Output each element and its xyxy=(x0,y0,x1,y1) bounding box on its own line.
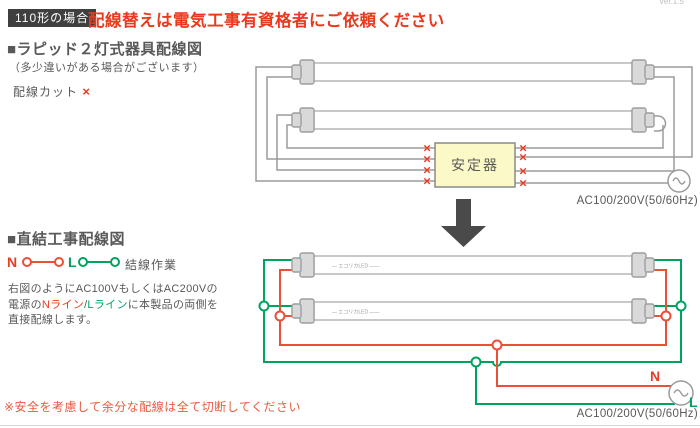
n-junction-dot xyxy=(660,310,672,322)
tube-cap-left-pin xyxy=(291,112,302,128)
l-wire-label: L xyxy=(689,394,698,410)
cut-mark-icon: × xyxy=(519,141,527,156)
tube-cap-left xyxy=(299,252,315,278)
tube-cap-left-pin xyxy=(291,64,302,80)
wire-tube1-top-right xyxy=(515,66,693,158)
n-wire-label: N xyxy=(650,368,661,384)
cut-mark-icon: × xyxy=(82,84,91,99)
tube-cap-right-pin xyxy=(644,257,655,273)
l-line-wires xyxy=(263,259,682,405)
cut-mark-icon: × xyxy=(423,152,431,167)
tube-cap-left xyxy=(299,59,315,85)
legend-connectors xyxy=(22,257,120,267)
cut-mark-icon: × xyxy=(519,164,527,179)
cut-mark-icon: × xyxy=(423,163,431,178)
tube-cap-right xyxy=(631,107,647,133)
legend-n-dot xyxy=(54,257,64,267)
legend-work-label: 結線作業 xyxy=(125,258,178,272)
cut-mark-icon: × xyxy=(423,141,431,156)
n-junction-dot xyxy=(491,339,503,351)
legend-l-label: L xyxy=(68,254,77,270)
cut-marks: × × × × × × × × xyxy=(423,141,527,191)
size-badge: 110形の場合 xyxy=(8,9,97,27)
wire-tube1-bottom-left xyxy=(266,76,435,160)
tube-print-label: — エコリカLED —— xyxy=(332,310,380,316)
cut-wire-label-text: 配線カット xyxy=(13,85,79,99)
warning-text: 配線替えは電気工事有資格者にご依頼ください xyxy=(88,12,445,30)
tube-cap-right-pin xyxy=(644,303,655,319)
tube-print-label: — エコリカLED —— xyxy=(332,264,380,270)
cut-mark-icon: × xyxy=(423,174,431,189)
diagram1-fixture xyxy=(255,66,693,184)
cut-mark-icon: × xyxy=(519,150,527,165)
section2-title: ■直結工事配線図 xyxy=(7,231,126,248)
tube-cap-right-pin xyxy=(644,112,655,128)
instruction-paragraph: 右図のようにAC100VもしくはAC200Vの 電源のNライン/Lラインに本製品… xyxy=(8,282,258,329)
section1-title: ■ラピッド２灯式器具配線図 xyxy=(7,41,203,58)
cut-wire-label: 配線カット × xyxy=(13,83,91,100)
legend-n-dot xyxy=(22,257,32,267)
down-arrow-icon xyxy=(441,199,486,247)
l-junction-dot xyxy=(470,356,482,368)
ballast-box: 安定器 xyxy=(434,142,516,188)
wire-tube2-top-left xyxy=(276,114,435,171)
diagram1-tubes xyxy=(291,59,655,133)
paragraph-line2-post: に本製品の両側を xyxy=(127,298,219,311)
wire-n-main xyxy=(279,269,667,346)
ballast-label: 安定器 xyxy=(451,157,499,173)
wire-tube1-bottom-right xyxy=(654,76,675,171)
tube-cap-left xyxy=(299,107,315,133)
power-label-2: AC100/200V(50/60Hz) xyxy=(576,408,698,420)
paragraph-slash: / xyxy=(84,298,88,311)
tube-cap-left-pin xyxy=(291,303,302,319)
legend-l-dot xyxy=(78,257,88,267)
paragraph-line2-pre: 電源の xyxy=(8,298,42,311)
power-source-icon xyxy=(667,169,691,193)
l-junction-dot xyxy=(258,300,270,312)
tube-cap-right xyxy=(631,252,647,278)
power-label-1: AC100/200V(50/60Hz) xyxy=(576,195,698,207)
wire-l-to-power xyxy=(475,362,675,405)
tube-body xyxy=(313,62,633,82)
wire-tube1-top-left xyxy=(255,66,435,182)
safety-note: ※安全を考慮して余分な配線は全て切断してください xyxy=(4,400,301,414)
tube-cap-right-pin xyxy=(644,64,655,80)
tube-cap-right xyxy=(631,59,647,85)
section1-subtitle: （多少違いがある場合がございます） xyxy=(9,62,205,74)
l-junction-dot xyxy=(675,300,687,312)
paragraph-line3: 直接配線します。 xyxy=(8,314,98,326)
tube-body xyxy=(313,110,633,130)
fluorescent-tube-1 xyxy=(291,59,655,85)
wire-tube2-bottom-right xyxy=(515,125,664,149)
wire-tube2-bottom-left xyxy=(286,124,435,149)
n-junction-dot xyxy=(274,310,286,322)
fluorescent-tube-2 xyxy=(291,107,655,133)
led-tube-2: — エコリカLED —— xyxy=(291,298,655,324)
diagram2-tubes: — エコリカLED —— — エコリカLED —— xyxy=(291,252,655,324)
power-source-icon xyxy=(668,380,694,406)
cut-mark-icon: × xyxy=(519,176,527,191)
led-tube-1: — エコリカLED —— xyxy=(291,252,655,278)
paragraph-line1: 右図のようにAC100VもしくはAC200Vの xyxy=(8,283,218,295)
wire-n-to-power xyxy=(496,345,672,387)
wire-tube2-right-jumper xyxy=(654,115,667,132)
tube-cap-right xyxy=(631,298,647,324)
version-text: Ver.1.5 xyxy=(659,0,684,6)
bottom-divider xyxy=(0,425,700,426)
tube-cap-left-pin xyxy=(291,257,302,273)
diagram2-wiring xyxy=(258,259,687,405)
paragraph-n-line: Nライン xyxy=(41,298,85,311)
paragraph-l-line: Lライン xyxy=(87,298,128,311)
tube-cap-left xyxy=(299,298,315,324)
legend-n-label: N xyxy=(7,254,18,270)
legend-l-dot xyxy=(110,257,120,267)
junction-dots xyxy=(258,300,687,368)
